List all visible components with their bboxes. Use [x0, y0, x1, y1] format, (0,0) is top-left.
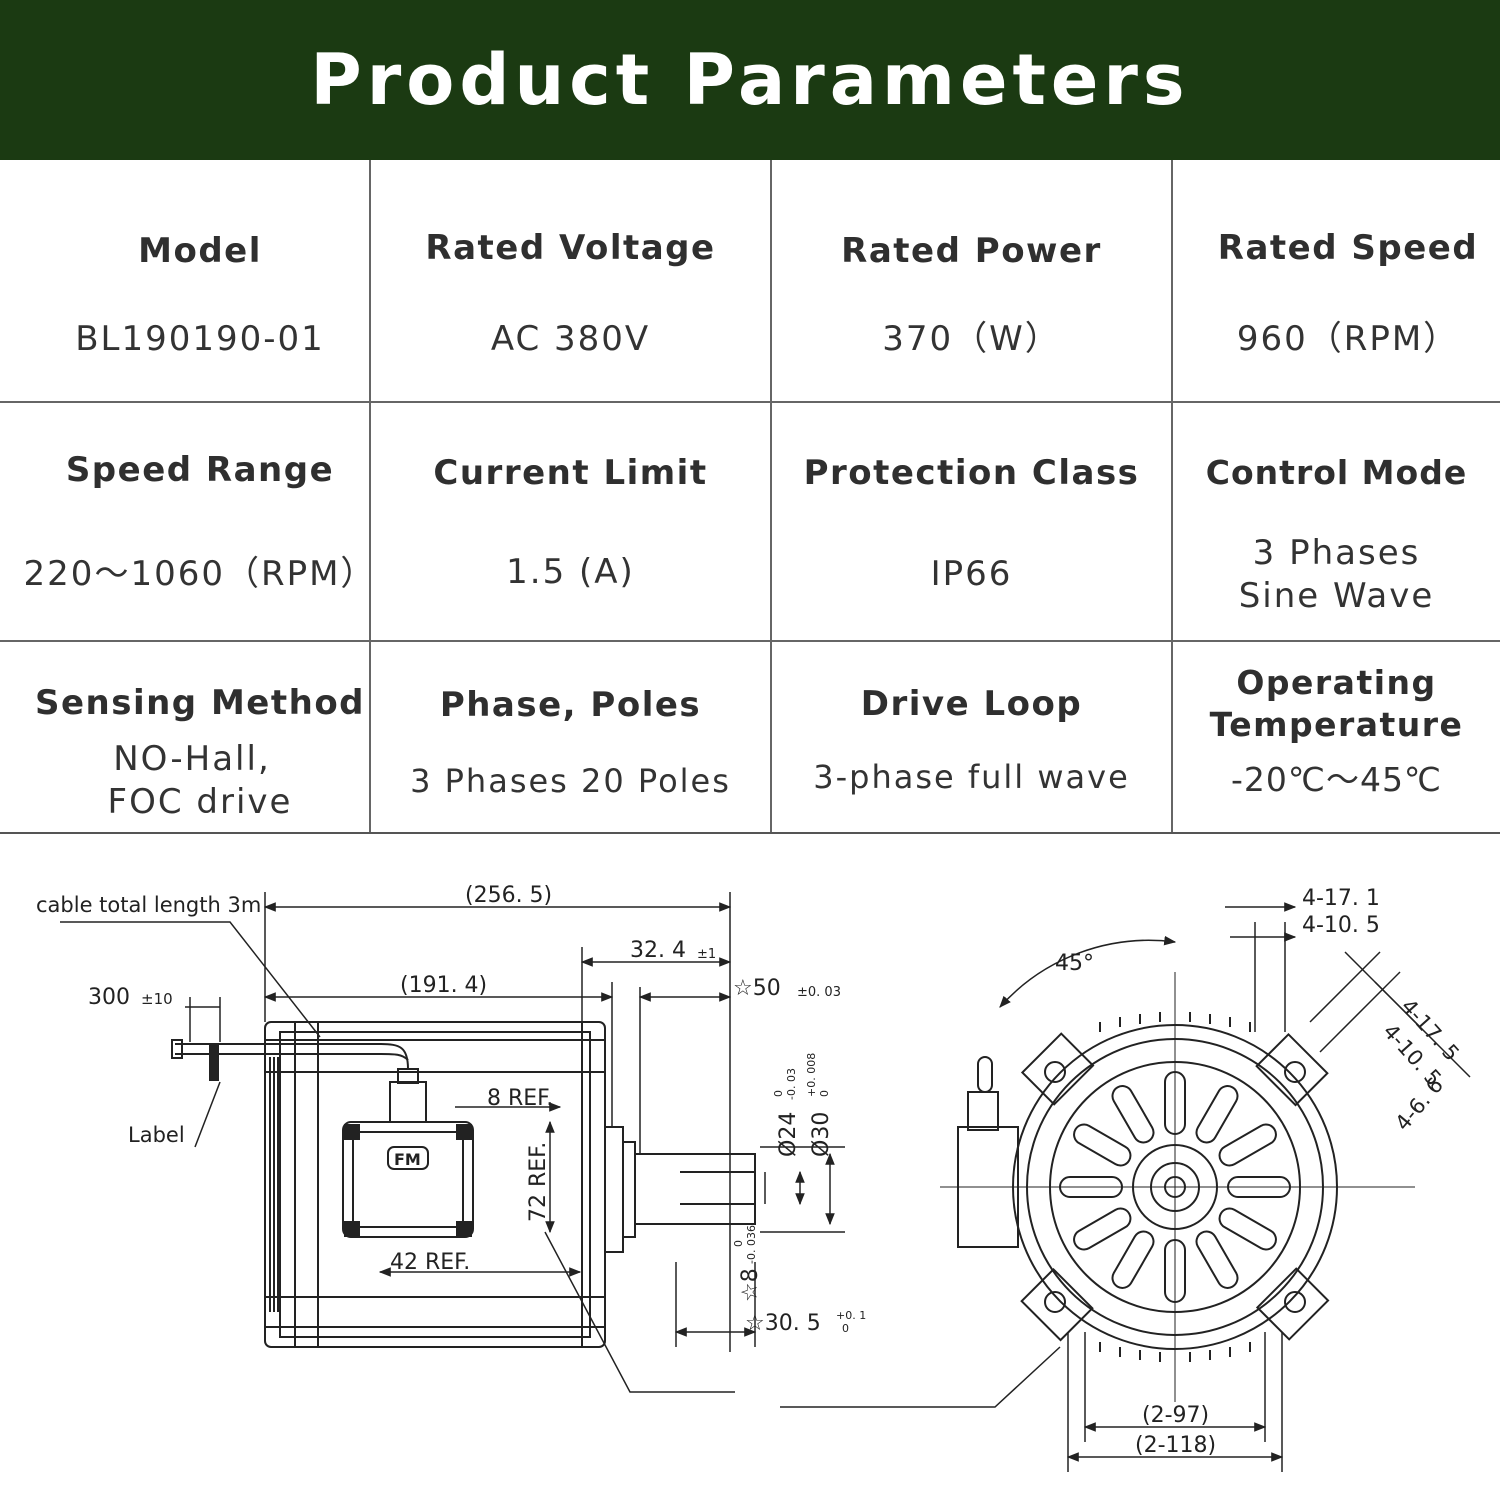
header-banner: Product Parameters — [0, 0, 1500, 160]
spec-label: Speed Range — [65, 450, 335, 490]
dim-shaft-length-tol-lower: 0 — [842, 1322, 849, 1335]
spec-value: 220～1060（RPM） — [23, 554, 377, 594]
dim-ref-42: 42 REF. — [390, 1250, 470, 1275]
spec-cell-rated-voltage: Rated Voltage AC 380V — [371, 160, 770, 401]
dim-shoulder-tol-lower: 0 — [818, 1090, 831, 1097]
spec-value: FOC drive — [107, 782, 293, 822]
label-note: Label — [128, 1123, 185, 1147]
dim-ref-8: 8 REF. — [487, 1086, 553, 1111]
spec-value: 3 Phases 20 Poles — [410, 762, 731, 800]
spec-value: 3-phase full wave — [813, 758, 1130, 796]
row-divider — [0, 640, 1500, 642]
spec-cell-protection-class: Protection Class IP66 — [772, 403, 1171, 640]
spec-cell-current-limit: Current Limit 1.5 (A) — [371, 403, 770, 640]
spec-label: Control Mode — [1205, 453, 1468, 492]
row-divider — [0, 401, 1500, 403]
spec-cell-model: Model BL190190-01 — [0, 160, 400, 401]
spec-label: Rated Speed — [1217, 228, 1479, 268]
dim-shaft-diameter: Ø24 — [776, 1112, 801, 1157]
spec-value: AC 380V — [490, 319, 651, 359]
front-view-dimensions — [780, 902, 1471, 1472]
spec-value: 1.5 (A) — [506, 552, 635, 592]
spec-value: 370（W） — [882, 319, 1061, 359]
dim-key-width: ☆8 — [738, 1268, 763, 1302]
spec-cell-drive-loop: Drive Loop 3-phase full wave — [772, 642, 1171, 832]
dim-cable-tolerance: ±10 — [141, 990, 173, 1008]
dim-bottom-2: (2-118) — [1135, 1433, 1216, 1458]
spec-cell-operating-temperature: Operating Temperature -20℃～45℃ — [1173, 642, 1500, 832]
dim-pilot-diameter: ☆50 — [733, 976, 781, 1001]
page-title: Product Parameters — [310, 39, 1190, 121]
spec-value: BL190190-01 — [75, 319, 325, 359]
dim-hole-spacing-1: 4-17. 1 — [1302, 886, 1380, 911]
dim-shaft-tol-lower: -0. 03 — [785, 1068, 798, 1100]
spec-value: IP66 — [930, 554, 1013, 594]
spec-cell-rated-power: Rated Power 370（W） — [772, 160, 1171, 401]
spec-label: Rated Power — [841, 231, 1102, 271]
motor-dimension-drawing: cable total length 3m Label (256. 5) (19… — [36, 883, 1471, 1472]
spec-label: Model — [138, 231, 262, 271]
dim-overall-length: (256. 5) — [465, 883, 552, 908]
dim-flange-length: 32. 4 — [630, 938, 686, 963]
spec-cell-rated-speed: Rated Speed 960（RPM） — [1173, 160, 1500, 401]
dim-shaft-length-tol-upper: +0. 1 — [836, 1309, 866, 1322]
column-divider — [369, 160, 371, 832]
spec-value: NO-Hall, — [113, 739, 271, 779]
dim-cable-length: 300 — [88, 985, 130, 1010]
spec-cell-phase-poles: Phase, Poles 3 Phases 20 Poles — [371, 642, 770, 832]
dim-shoulder-diameter: Ø30 — [809, 1112, 834, 1157]
cooling-slots — [1059, 1071, 1291, 1303]
dim-diagonal-3: 4-6. 6 — [1390, 1073, 1448, 1135]
spec-label: Temperature — [1209, 705, 1464, 744]
spec-label: Operating — [1236, 663, 1437, 702]
spec-label: Protection Class — [803, 453, 1140, 493]
spec-table: Model BL190190-01 Rated Voltage AC 380V … — [0, 160, 1500, 834]
dim-shaft-tol-upper: 0 — [772, 1090, 785, 1097]
dim-shaft-length: ☆30. 5 — [745, 1311, 821, 1336]
spec-value: 960（RPM） — [1236, 319, 1460, 359]
column-divider — [770, 160, 772, 832]
dim-ref-72: 72 REF. — [526, 1142, 551, 1222]
technical-drawing: cable total length 3m Label (256. 5) (19… — [0, 832, 1500, 1500]
dim-key-tol-upper: 0 — [732, 1240, 745, 1247]
spec-label: Drive Loop — [860, 684, 1083, 724]
spec-value: 3 Phases — [1252, 533, 1421, 573]
spec-cell-speed-range: Speed Range 220～1060（RPM） — [0, 403, 400, 640]
side-view-labels: cable total length 3m Label (256. 5) (19… — [36, 883, 866, 1336]
spec-cell-sensing-method: Sensing Method NO-Hall, FOC drive — [0, 642, 400, 832]
spec-label: Phase, Poles — [439, 685, 702, 725]
dim-hole-spacing-2: 4-10. 5 — [1302, 913, 1380, 938]
dim-bottom-1: (2-97) — [1142, 1403, 1209, 1428]
dim-body-length: (191. 4) — [400, 973, 487, 998]
dim-pilot-tolerance: ±0. 03 — [797, 985, 841, 1000]
spec-label: Sensing Method — [34, 683, 366, 723]
spec-label: Current Limit — [433, 453, 708, 493]
front-view — [940, 972, 1415, 1402]
spec-cell-control-mode: Control Mode 3 Phases Sine Wave — [1173, 403, 1500, 640]
column-divider — [1171, 160, 1173, 832]
dim-flange-tolerance: ±1 — [697, 947, 716, 962]
dim-shoulder-tol-upper: +0. 008 — [805, 1053, 818, 1097]
front-view-labels: 45° 4-17. 1 4-10. 5 4-17. 5 4-10. 5 4-6.… — [1055, 886, 1464, 1458]
side-view — [171, 1021, 756, 1348]
spec-label: Rated Voltage — [425, 228, 716, 268]
side-view-dimensions — [60, 892, 845, 1393]
spec-value: Sine Wave — [1238, 576, 1435, 616]
spec-value: -20℃～45℃ — [1230, 760, 1442, 799]
cable-note: cable total length 3m — [36, 893, 261, 917]
dim-key-tol-lower: -0. 036 — [745, 1225, 758, 1264]
brand-logo: FM — [394, 1150, 421, 1169]
dim-angle: 45° — [1055, 951, 1094, 976]
